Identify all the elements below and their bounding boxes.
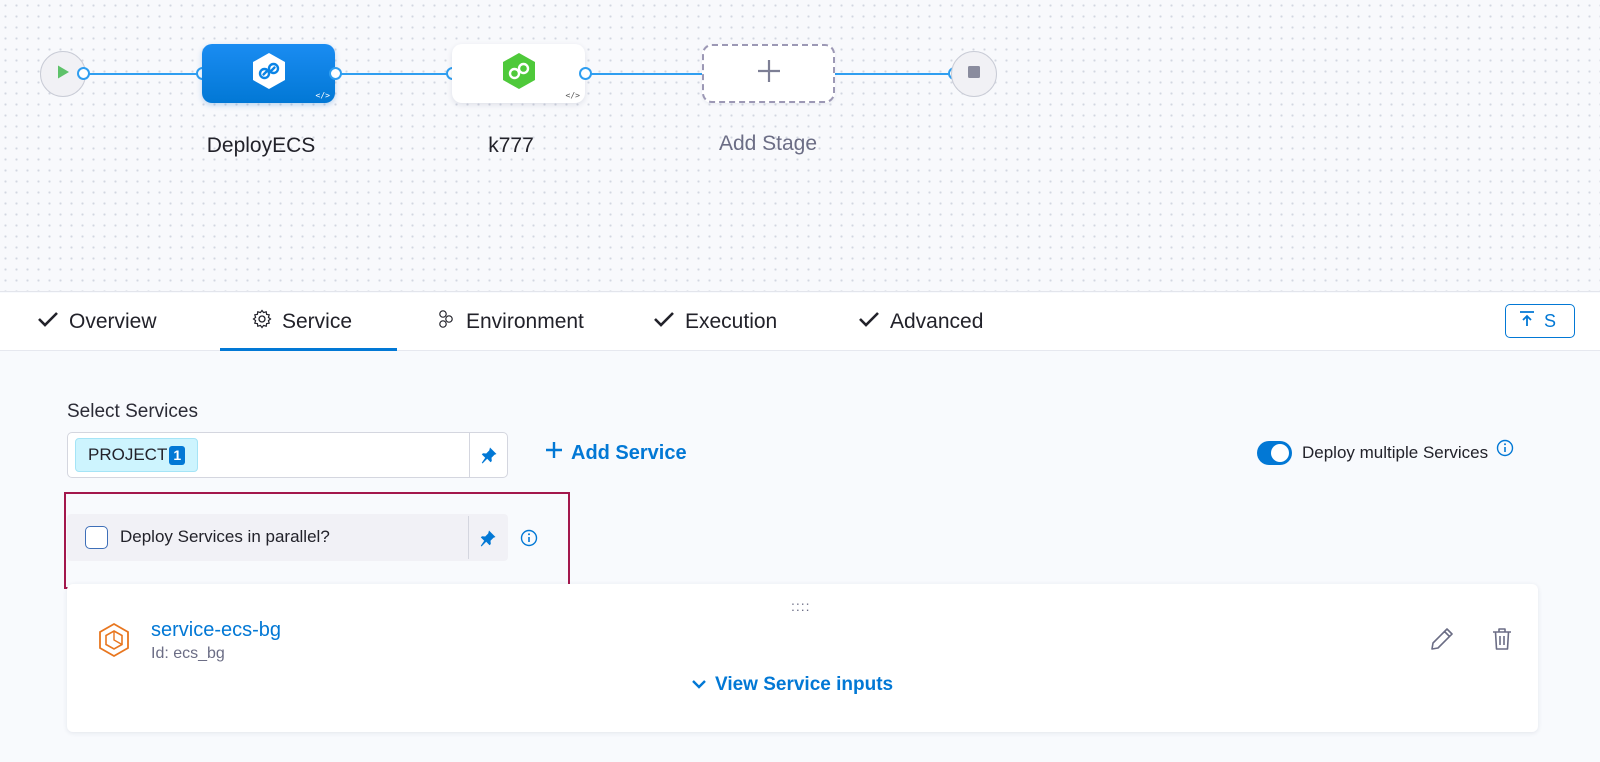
deploy-stage-icon [251, 52, 287, 95]
stage-output-port [579, 67, 592, 80]
pipeline-canvas: </> DeployECS </> k777 Add Stage [0, 0, 1600, 292]
active-tab-indicator [220, 348, 397, 351]
select-services-input[interactable]: PROJECT 1 [67, 432, 508, 478]
upload-icon [1518, 310, 1536, 333]
start-node-port [77, 67, 90, 80]
select-services-label: Select Services [67, 401, 198, 422]
deploy-multiple-label: Deploy multiple Services [1302, 443, 1489, 462]
edit-icon[interactable] [1429, 626, 1455, 657]
code-icon: </> [315, 91, 330, 100]
deploy-parallel-label: Deploy Services in parallel? [120, 527, 330, 546]
deploy-parallel-checkbox[interactable] [85, 526, 108, 549]
deploy-parallel-field: Deploy Services in parallel? [67, 514, 508, 561]
stage-tabs: Overview Service Environment Execution [0, 293, 1600, 351]
view-service-inputs-button[interactable]: View Service inputs [691, 674, 893, 696]
ecs-service-icon [97, 622, 131, 663]
deploy-multiple-services: Deploy multiple Services [1257, 439, 1514, 465]
chevron-down-icon [691, 674, 707, 696]
pin-icon[interactable] [470, 433, 508, 477]
pipeline-connector [835, 73, 955, 75]
add-stage-button[interactable] [702, 44, 835, 103]
save-as-template-button[interactable]: S [1505, 304, 1575, 338]
tab-environment[interactable]: Environment [436, 293, 584, 351]
pipeline-end-node [951, 51, 997, 97]
pipeline-connector [336, 73, 453, 75]
service-id: Id: ecs_bg [151, 645, 225, 662]
input-divider [468, 516, 469, 559]
gear-icon [252, 309, 272, 335]
tab-advanced[interactable]: Advanced [858, 293, 983, 351]
deploy-stage-icon [501, 52, 537, 95]
view-inputs-label: View Service inputs [715, 674, 894, 695]
input-divider [469, 433, 470, 477]
deploy-multiple-toggle[interactable] [1257, 441, 1292, 465]
plus-icon [545, 441, 563, 465]
info-icon[interactable] [519, 528, 539, 548]
tab-label: Environment [466, 310, 584, 333]
stage-output-port [329, 67, 342, 80]
tab-execution[interactable]: Execution [653, 293, 777, 351]
tab-label: Overview [69, 310, 157, 333]
service-card: :::: service-ecs-bg Id: ecs_bg View Serv… [67, 584, 1538, 732]
tab-label: Service [282, 310, 353, 333]
chip-label: PROJECT [88, 445, 168, 464]
check-icon [858, 310, 880, 334]
stop-icon [967, 65, 981, 84]
pin-icon[interactable] [469, 516, 507, 559]
tab-label: Advanced [890, 310, 984, 333]
plus-icon [756, 58, 782, 89]
trash-icon[interactable] [1491, 626, 1513, 657]
play-icon [55, 64, 71, 85]
service-name-link[interactable]: service-ecs-bg [151, 619, 282, 641]
stage-label: k777 [488, 134, 534, 157]
stage-deployecs[interactable]: </> [202, 44, 335, 103]
drag-handle-icon[interactable]: :::: [791, 598, 811, 614]
side-button-label: S [1544, 310, 1557, 331]
add-service-button[interactable]: Add Service [545, 441, 687, 465]
project-chip[interactable]: PROJECT 1 [75, 438, 199, 472]
pipeline-connector [585, 73, 703, 75]
check-icon [653, 310, 675, 334]
tab-overview[interactable]: Overview [37, 293, 157, 351]
chip-count-badge: 1 [169, 445, 186, 465]
environment-icon [436, 309, 456, 335]
tab-label: Execution [685, 310, 778, 333]
stage-label: DeployECS [206, 134, 316, 157]
info-icon[interactable] [1496, 439, 1514, 462]
add-stage-label: Add Stage [718, 132, 818, 155]
pipeline-connector [84, 73, 202, 75]
code-icon: </> [565, 91, 580, 100]
tab-service[interactable]: Service [252, 293, 352, 351]
add-service-label: Add Service [571, 441, 687, 464]
check-icon [37, 310, 59, 334]
stage-k777[interactable]: </> [452, 44, 585, 103]
